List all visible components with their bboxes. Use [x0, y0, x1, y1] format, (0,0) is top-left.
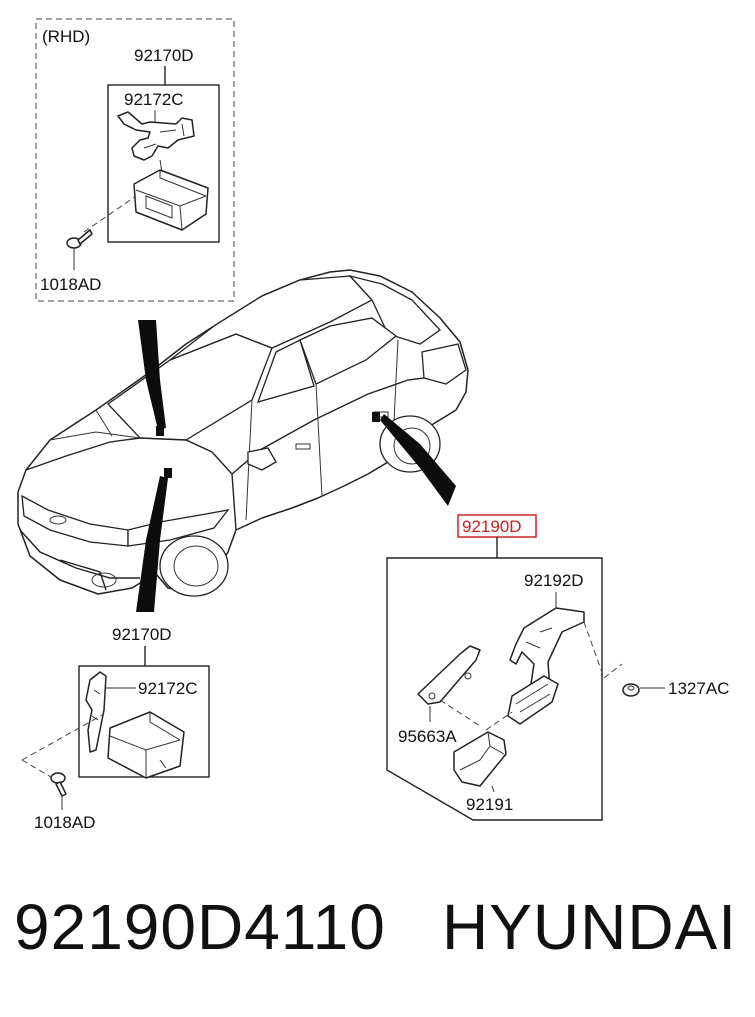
- car-bumper: [19, 529, 140, 591]
- door-module-leader: [491, 785, 495, 793]
- car-hood-crease: [49, 409, 141, 441]
- lhd-assembly-group: 92170D 92172C 1018AD: [21, 625, 210, 832]
- lhd-screw-label[interactable]: 1018AD: [34, 813, 95, 832]
- rhd-assembly-label[interactable]: 92170D: [134, 46, 194, 65]
- rhd-bracket-shape: [117, 111, 195, 161]
- car-hood: [25, 437, 237, 531]
- lhd-bracket-label[interactable]: 92172C: [138, 679, 198, 698]
- lhd-assembly-label[interactable]: 92170D: [112, 625, 172, 644]
- highlighted-part-label[interactable]: 92190D: [462, 517, 522, 536]
- arrow-lhd-pointer: [136, 476, 168, 612]
- door-antenna-shape: [417, 645, 481, 705]
- door-bracket-label[interactable]: 92192D: [524, 571, 584, 590]
- rhd-bracket-label[interactable]: 92172C: [124, 90, 184, 109]
- rhd-module-detail: [135, 170, 207, 231]
- door-module-label[interactable]: 92191: [466, 795, 513, 814]
- door-antenna-label[interactable]: 95663A: [398, 727, 457, 746]
- car-front-wheel: [159, 535, 229, 597]
- car-rear-window: [348, 274, 441, 345]
- parts-diagram: (RHD) 92170D 92172C 1018AD: [17, 18, 729, 832]
- lhd-bracket-detail: [91, 689, 101, 721]
- car-tail-light: [421, 343, 467, 385]
- rhd-inner-frame: [107, 84, 220, 243]
- door-nut-label[interactable]: 1327AC: [668, 679, 729, 698]
- lhd-bracket-shape: [85, 671, 107, 753]
- mount-point-door: [372, 412, 380, 422]
- lhd-screw-icon: [50, 772, 67, 797]
- mount-point-lhd: [164, 468, 172, 478]
- door-antenna-hole-2: [464, 672, 472, 680]
- car-logo: [49, 515, 67, 525]
- brand-title: HYUNDAI: [441, 891, 737, 963]
- rhd-screw-icon: [66, 229, 93, 249]
- door-module-dashed-line: [485, 711, 513, 731]
- part-number-title: 92190D4110: [14, 891, 386, 963]
- door-frame: [386, 557, 603, 821]
- arrow-rhd-pointer: [138, 320, 166, 430]
- door-module-detail: [459, 731, 505, 771]
- car-foglight: [91, 572, 117, 588]
- lhd-screw-dashed-line-2: [21, 759, 57, 781]
- door-sensor-shape: [507, 675, 559, 725]
- rhd-screw-label[interactable]: 1018AD: [40, 275, 101, 294]
- rhd-bracket-detail: [143, 123, 185, 149]
- door-nut-dashed-line: [583, 621, 605, 679]
- door-nut-dashed-line-2: [603, 663, 623, 679]
- door-assembly-group: 92190D 92192D 1327AC 95663A 92191: [386, 514, 729, 821]
- car-illustration: [17, 269, 469, 597]
- door-antenna-dashed-line: [439, 699, 481, 727]
- rhd-module-leader: [159, 159, 163, 173]
- lhd-module-detail: [109, 712, 181, 778]
- arrow-door-pointer: [380, 414, 456, 506]
- rhd-assembly-group: (RHD) 92170D 92172C 1018AD: [35, 18, 235, 302]
- car-mirror: [247, 447, 277, 471]
- door-sensor-detail: [515, 683, 551, 713]
- door-antenna-hole: [428, 692, 436, 700]
- car-door-handle-front: [295, 443, 311, 450]
- lhd-screw-dashed-line: [21, 713, 105, 761]
- rhd-variant-label: (RHD): [42, 27, 90, 46]
- door-bracket-detail: [525, 627, 553, 649]
- door-module-shape: [453, 731, 507, 787]
- rhd-screw-dashed-line: [83, 195, 137, 233]
- door-nut-icon: [622, 683, 640, 697]
- mount-point-rhd: [156, 426, 164, 436]
